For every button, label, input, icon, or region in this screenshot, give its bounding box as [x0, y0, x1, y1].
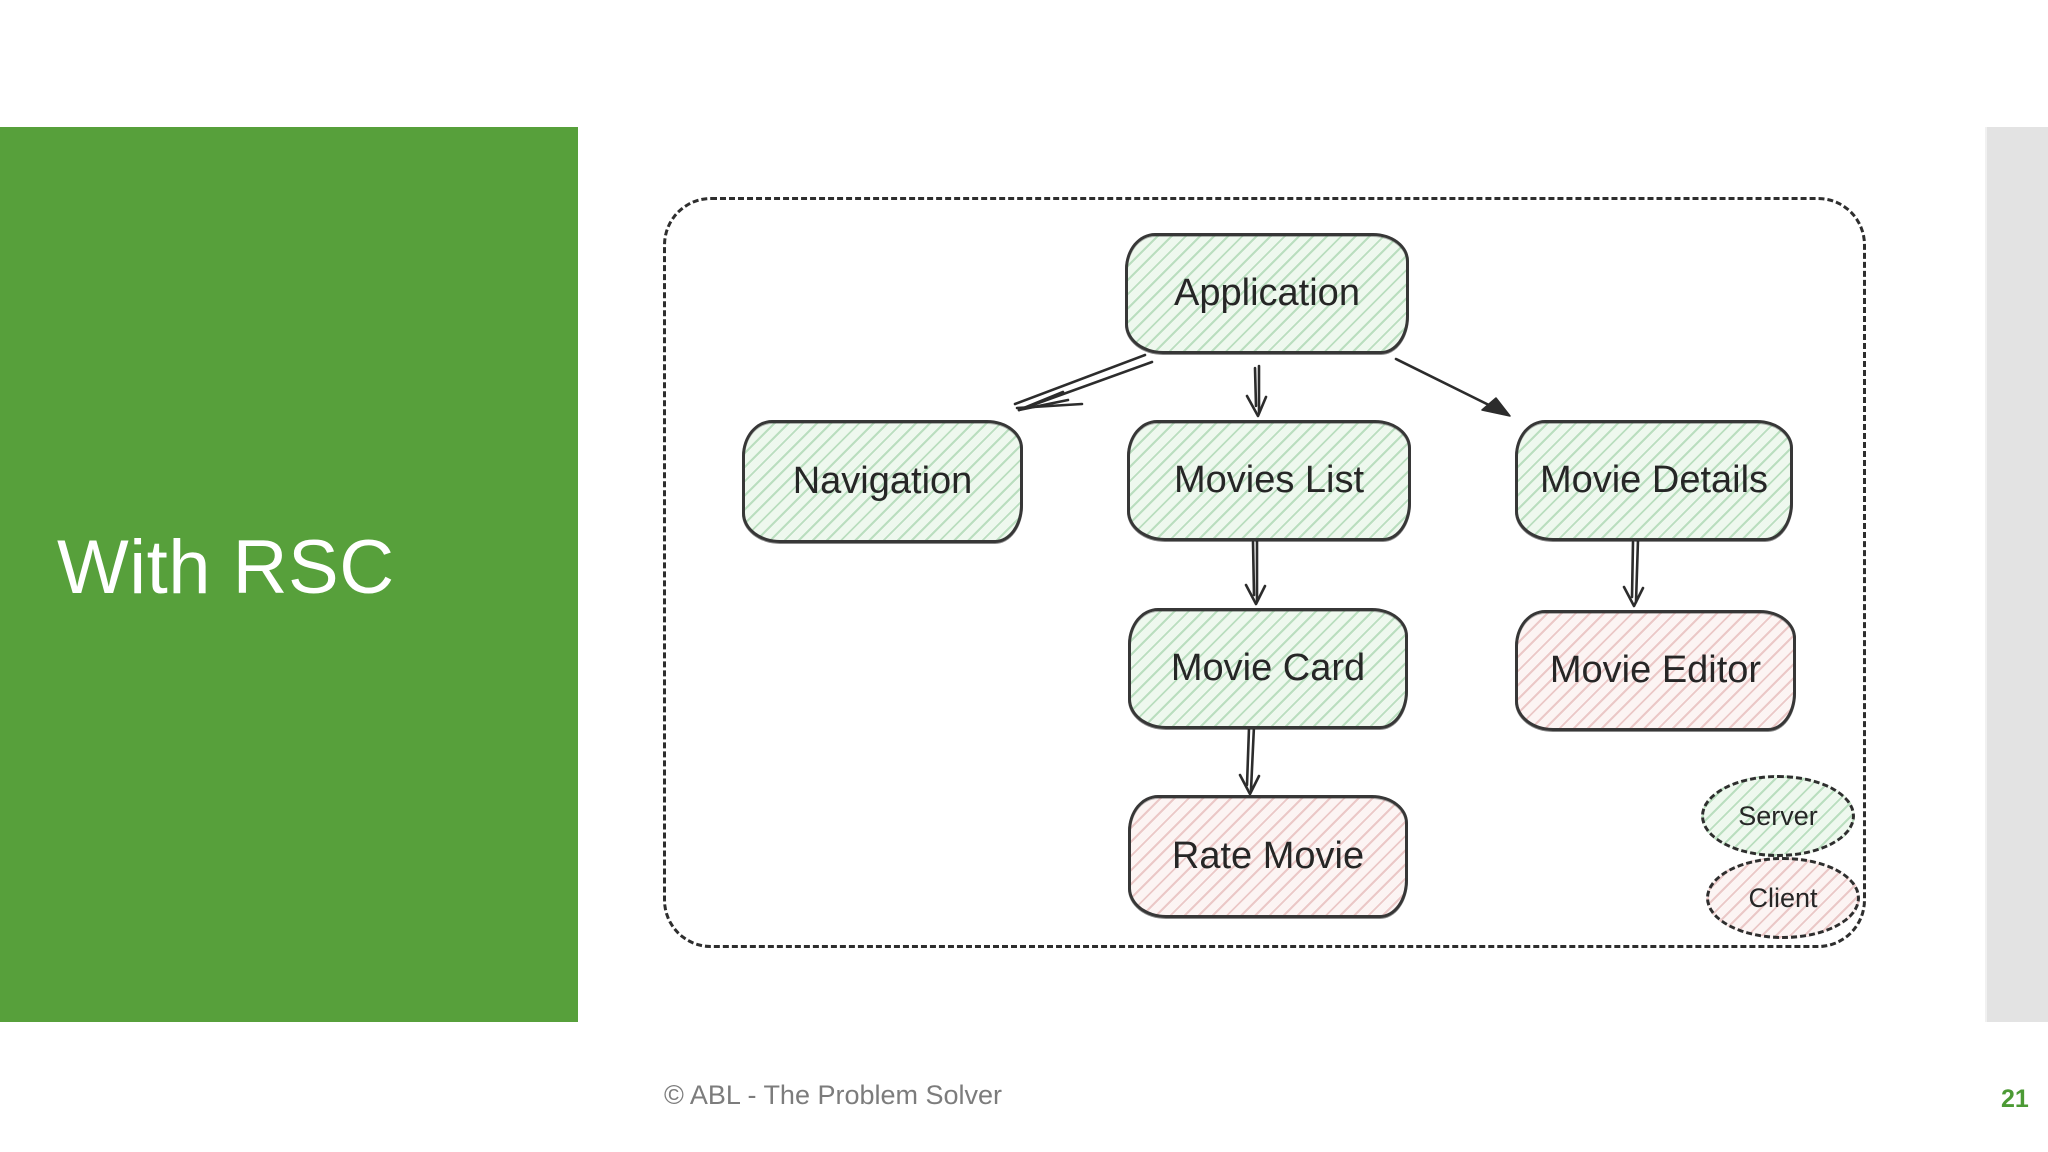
diagram-node-movie-editor: Movie Editor — [1515, 610, 1796, 731]
diagram-node-movie-details: Movie Details — [1515, 420, 1793, 541]
diagram-node-navigation: Navigation — [742, 420, 1023, 543]
diagram-node-rate-movie: Rate Movie — [1128, 795, 1408, 918]
page-number: 21 — [2001, 1085, 2029, 1113]
diagram-node-application: Application — [1125, 233, 1409, 354]
slide-title: With RSC — [57, 525, 395, 610]
node-label: Movie Details — [1539, 459, 1769, 501]
node-label: Movie Card — [1170, 647, 1366, 689]
legend-label: Client — [1748, 882, 1818, 913]
diagram-node-movies-list: Movies List — [1127, 420, 1411, 541]
next-slide-edge — [1985, 127, 2048, 1022]
legend-server: Server — [1701, 775, 1855, 857]
node-label: Application — [1174, 272, 1360, 314]
node-label: Movie Editor — [1549, 649, 1762, 691]
title-accent-panel — [0, 127, 578, 1022]
copyright-footer: © ABL - The Problem Solver — [664, 1080, 1003, 1110]
diagram-node-movie-card: Movie Card — [1128, 608, 1408, 729]
node-label: Movies List — [1173, 459, 1365, 501]
diagram-dashed-frame — [663, 197, 1866, 948]
legend-client: Client — [1706, 857, 1860, 939]
node-label: Navigation — [792, 460, 973, 502]
legend-label: Server — [1738, 800, 1818, 831]
node-label: Rate Movie — [1171, 835, 1365, 877]
